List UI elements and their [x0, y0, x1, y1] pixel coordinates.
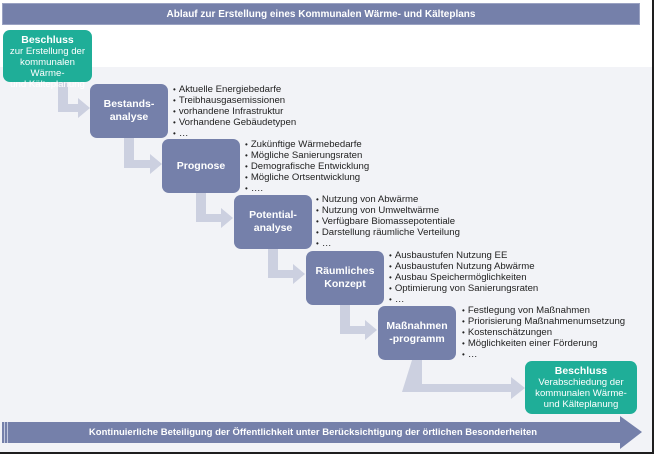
bullet-item: Ausbaustufen Nutzung EE	[389, 250, 538, 261]
bullet-item: …	[316, 238, 460, 249]
bullet-item: Nutzung von Abwärme	[316, 194, 460, 205]
step-massnahmenprogramm: Maßnahmen -programm	[378, 306, 456, 360]
bullet-item: Vorhandene Gebäudetypen	[173, 117, 296, 128]
step-raeumliches-konzept: Räumliches Konzept	[306, 251, 384, 305]
step-label: Potential-	[249, 209, 297, 221]
participation-arrow	[2, 416, 642, 449]
start-decision-heading: Beschluss	[21, 34, 74, 46]
participation-banner-text: Kontinuierliche Beteiligung der Öffentli…	[88, 427, 538, 438]
bullet-item: Möglichkeiten einer Förderung	[462, 338, 625, 349]
bullet-item: Priorisierung Maßnahmenumsetzung	[462, 316, 625, 327]
bullet-item: Demografische Entwicklung	[245, 161, 369, 172]
end-decision-line: kommunalen Wärme-	[535, 388, 627, 399]
bullet-item: Treibhausgasemissionen	[173, 95, 296, 106]
bullet-item: Mögliche Ortsentwicklung	[245, 172, 369, 183]
step-label: analyse	[253, 222, 293, 234]
bullet-item: Optimierung von Sanierungsraten	[389, 283, 538, 294]
step-raeumliches-konzept-bullets: Ausbaustufen Nutzung EE Ausbaustufen Nut…	[389, 250, 538, 305]
diagram-title: Ablauf zur Erstellung eines Kommunalen W…	[2, 3, 640, 25]
step-potentialanalyse: Potential- analyse	[234, 195, 312, 249]
step-prognose: Prognose	[162, 139, 240, 193]
step-potentialanalyse-bullets: Nutzung von Abwärme Nutzung von Umweltwä…	[316, 194, 460, 249]
step-label: Räumliches	[315, 265, 375, 277]
start-decision-line: und Kälteplanung	[10, 79, 85, 90]
bullet-item: Nutzung von Umweltwärme	[316, 205, 460, 216]
step-label: Konzept	[324, 278, 366, 290]
bullet-item: …	[389, 294, 538, 305]
start-decision-box: Beschluss zur Erstellung der kommunalen …	[3, 30, 92, 90]
step-prognose-bullets: Zukünftige Wärmebedarfe Mögliche Sanieru…	[245, 139, 369, 194]
bullet-item: vorhandene Infrastruktur	[173, 106, 296, 117]
connector-arrow-2	[124, 138, 162, 174]
step-bestandsanalyse-bullets: Aktuelle Energiebedarfe Treibhausgasemis…	[173, 84, 296, 139]
connector-arrow-1	[58, 82, 90, 118]
bullet-item: …	[173, 128, 296, 139]
start-decision-line: zur Erstellung der	[9, 46, 86, 57]
bullet-item: Festlegung von Maßnahmen	[462, 305, 625, 316]
step-label: Prognose	[176, 159, 226, 172]
step-label: Bestands-	[103, 98, 155, 110]
step-label: analyse	[109, 111, 149, 123]
connector-arrow-4	[268, 248, 305, 284]
bullet-item: ….	[245, 183, 369, 194]
bullet-item: Ausbau Speichermöglichkeiten	[389, 272, 538, 283]
bullet-item: Aktuelle Energiebedarfe	[173, 84, 296, 95]
end-decision-box: Beschluss Verabschiedung der kommunalen …	[525, 361, 637, 414]
step-bestandsanalyse: Bestands- analyse	[90, 84, 168, 138]
connector-arrow-5	[340, 304, 377, 340]
bullet-item: Darstellung räumliche Verteilung	[316, 227, 460, 238]
end-decision-line: und Kälteplanung	[543, 399, 619, 410]
connector-arrow-3	[196, 192, 233, 228]
bullet-item: Verfügbare Biomassepotentiale	[316, 216, 460, 227]
step-label: Maßnahmen	[386, 320, 448, 332]
bullet-item: Kostenschätzungen	[462, 327, 625, 338]
step-label: -programm	[389, 333, 445, 345]
bullet-item: …	[462, 349, 625, 360]
end-decision-line: Verabschiedung der	[538, 377, 624, 388]
connector-arrow-6	[402, 360, 525, 399]
step-massnahmenprogramm-bullets: Festlegung von Maßnahmen Priorisierung M…	[462, 305, 625, 360]
start-decision-line: kommunalen Wärme-	[20, 57, 75, 79]
bullet-item: Zukünftige Wärmebedarfe	[245, 139, 369, 150]
bullet-item: Mögliche Sanierungsraten	[245, 150, 369, 161]
end-decision-heading: Beschluss	[554, 365, 608, 377]
bullet-item: Ausbaustufen Nutzung Abwärme	[389, 261, 538, 272]
